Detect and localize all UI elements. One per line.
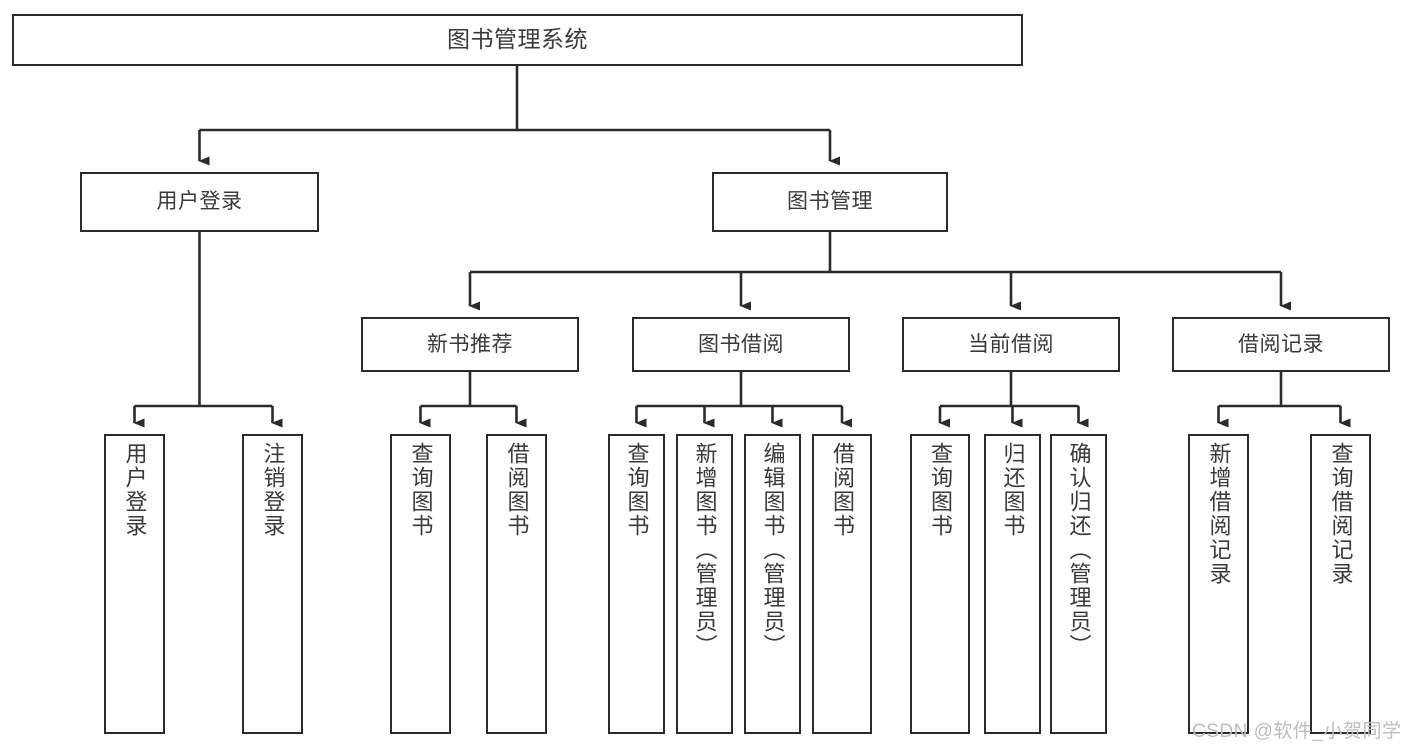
node-label-leaf-query-book-b: 查询图书 [624,442,650,538]
node-leaf-query-book-a[interactable]: 查询图书 [390,434,451,734]
node-label-leaf-logout-login: 注销登录 [260,442,286,538]
node-label-root: 图书管理系统 [447,26,588,53]
node-leaf-user-login[interactable]: 用户登录 [104,434,165,734]
node-leaf-add-book[interactable]: 新增图书（管理员） [676,434,733,734]
node-label-leaf-confirm-return: 确认归还（管理员） [1066,442,1092,658]
node-leaf-borrow-book-b[interactable]: 借阅图书 [812,434,872,734]
node-leaf-query-record[interactable]: 查询借阅记录 [1310,434,1371,734]
node-current-borrow[interactable]: 当前借阅 [902,317,1120,372]
node-leaf-borrow-book-a[interactable]: 借阅图书 [486,434,547,734]
node-label-borrow-record: 借阅记录 [1238,332,1324,356]
node-label-leaf-query-record: 查询借阅记录 [1328,442,1354,586]
node-label-current-borrow: 当前借阅 [968,332,1054,356]
node-leaf-logout-login[interactable]: 注销登录 [242,434,303,734]
node-label-leaf-query-book-a: 查询图书 [408,442,434,538]
node-label-leaf-return-book: 归还图书 [1000,442,1026,538]
node-label-leaf-edit-book: 编辑图书（管理员） [760,442,786,658]
node-leaf-query-book-b[interactable]: 查询图书 [608,434,665,734]
node-label-user-login: 用户登录 [156,190,243,214]
node-label-leaf-borrow-book-a: 借阅图书 [504,442,530,538]
node-label-book-manage: 图书管理 [787,190,873,214]
node-root[interactable]: 图书管理系统 [12,14,1023,66]
node-book-manage[interactable]: 图书管理 [712,172,948,232]
node-label-new-book-rec: 新书推荐 [427,332,513,356]
node-label-leaf-add-record: 新增借阅记录 [1206,442,1232,586]
node-label-leaf-user-login: 用户登录 [122,442,148,538]
node-user-login[interactable]: 用户登录 [80,172,319,232]
node-new-book-rec[interactable]: 新书推荐 [361,317,579,372]
node-label-book-borrow: 图书借阅 [698,332,784,356]
node-label-leaf-query-book-c: 查询图书 [928,442,953,538]
node-leaf-add-record[interactable]: 新增借阅记录 [1188,434,1249,734]
node-leaf-return-book[interactable]: 归还图书 [984,434,1041,734]
node-borrow-record[interactable]: 借阅记录 [1172,317,1390,372]
node-leaf-confirm-return[interactable]: 确认归还（管理员） [1050,434,1107,734]
node-leaf-edit-book[interactable]: 编辑图书（管理员） [744,434,801,734]
node-label-leaf-add-book: 新增图书（管理员） [692,442,718,658]
node-label-leaf-borrow-book-b: 借阅图书 [830,442,855,538]
node-book-borrow[interactable]: 图书借阅 [632,317,850,372]
node-leaf-query-book-c[interactable]: 查询图书 [910,434,970,734]
